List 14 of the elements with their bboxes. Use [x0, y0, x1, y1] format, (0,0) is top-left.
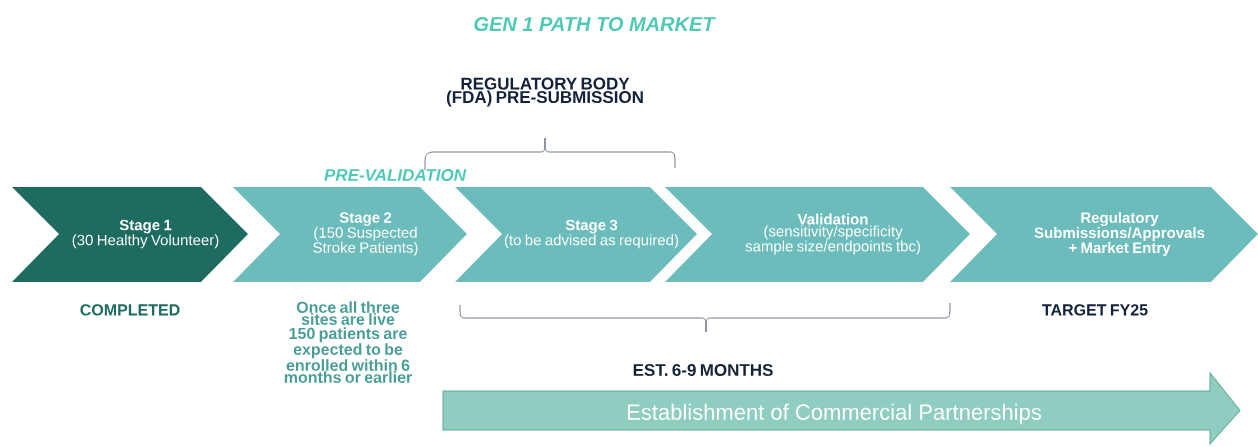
- chevron-step: Stage 3 (to be advised as required): [455, 187, 697, 282]
- chevron-step: Stage 1 (30 Healthy Volunteer): [12, 187, 248, 282]
- chevron-step: Stage 2 (150 Suspected Stroke Patients): [233, 187, 467, 282]
- brace-label: REGULATORY BODY (FDA) PRE-SUBMISSION: [446, 77, 643, 107]
- status-text: TARGET FY25: [1042, 304, 1148, 316]
- title: GEN 1 PATH TO MARKET: [474, 16, 716, 32]
- node-label: (sensitivity/specificity sample size/endpoints tbc): [745, 225, 921, 255]
- chevron-step: Regulatory Submissions/Approvals + Market Entry: [950, 187, 1258, 282]
- status-text: 150 patients are expected to be enrolled within 6 months or earlier: [284, 327, 412, 383]
- phase-label: PRE-VALIDATION: [324, 169, 467, 182]
- node-label: Stage 3: [565, 219, 618, 234]
- status-text: COMPLETED: [80, 304, 180, 316]
- node-label: Validation: [797, 213, 868, 225]
- status-text: Once all three sites are live: [296, 301, 400, 325]
